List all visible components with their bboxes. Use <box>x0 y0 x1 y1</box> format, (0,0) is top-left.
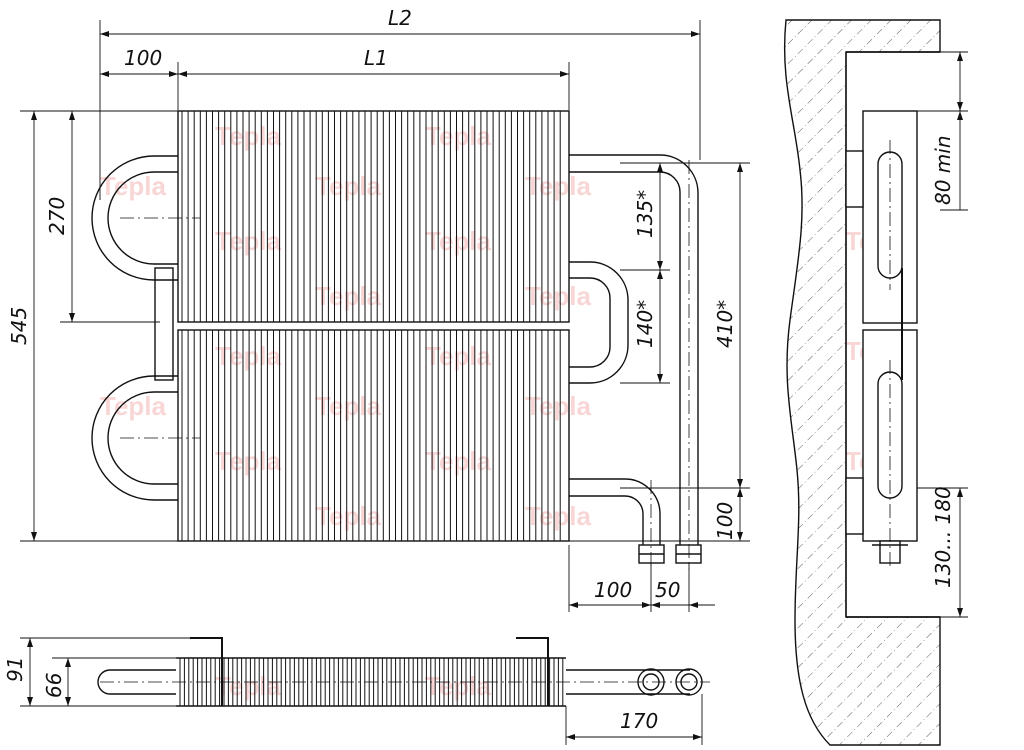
watermark-text: Tepla <box>100 171 167 201</box>
watermark-text: Tepla <box>315 391 382 421</box>
lower-fin-block <box>177 329 570 542</box>
dim-height-upper: 270 <box>45 197 69 235</box>
dim-pitch-upper: 135* <box>633 190 657 238</box>
watermark-text: Tepla <box>215 341 282 371</box>
bracket-right <box>516 637 549 706</box>
dim-l1: L1 <box>364 46 388 70</box>
right-middle-bend <box>569 261 629 384</box>
watermark-text: Tepla <box>425 121 492 151</box>
dim-side-outer: 91 <box>3 657 27 682</box>
dim-side-inner: 66 <box>42 673 66 698</box>
watermark-text: Tepla <box>525 501 592 531</box>
watermark-text: Tepla <box>215 446 282 476</box>
upper-fin-block <box>177 110 570 323</box>
watermark-text: Tepla <box>100 391 167 421</box>
top-view <box>97 637 710 707</box>
watermark-text: Tepla <box>315 281 382 311</box>
watermark-text: Tepla <box>425 671 492 701</box>
dim-side-depth: 170 <box>620 709 658 733</box>
lower-fins <box>181 330 561 541</box>
right-bottom-pipe <box>569 478 661 545</box>
watermark-text: Tepla <box>215 226 282 256</box>
dim-bottom-offset: 100 <box>713 502 737 540</box>
dim-height-total: 545 <box>7 307 31 345</box>
bracket-left <box>190 637 223 706</box>
watermark-text: Tepla <box>425 341 492 371</box>
watermark-text: Tepla <box>525 171 592 201</box>
upper-u-bend <box>91 155 178 281</box>
dim-pipe-offset: 100 <box>594 578 632 602</box>
dim-left-offset: 100 <box>124 46 162 70</box>
dim-pipe-spacing: 50 <box>655 578 680 602</box>
dim-l2: L2 <box>388 6 412 30</box>
watermark-text: Tepla <box>215 671 282 701</box>
left-connector-bar <box>154 267 174 381</box>
watermark-text: Tepla <box>315 501 382 531</box>
watermark-text: Tepla <box>215 121 282 151</box>
wall-section-view <box>783 19 941 746</box>
watermark-text: Tepla <box>525 281 592 311</box>
wall-dimensions <box>917 51 968 618</box>
upper-fins <box>181 111 561 322</box>
watermark-text: Tepla <box>425 226 492 256</box>
watermark-text: Tepla <box>315 171 382 201</box>
lower-u-bend <box>91 375 178 501</box>
right-top-pipe <box>569 154 699 545</box>
side-pipe <box>97 669 176 695</box>
watermark-text: Tepla <box>525 391 592 421</box>
front-dimensions <box>20 20 750 612</box>
watermark-text: Tepla <box>425 446 492 476</box>
dim-wall-top-clearance: 80 min <box>931 135 955 205</box>
dim-pitch-lower: 140* <box>633 300 657 348</box>
top-view-dimensions <box>20 637 703 745</box>
wall-hatching <box>783 19 941 746</box>
dim-connection-height: 410* <box>713 300 737 348</box>
dim-wall-bottom-clearance: 130... 180 <box>931 486 955 588</box>
front-view <box>91 110 702 570</box>
